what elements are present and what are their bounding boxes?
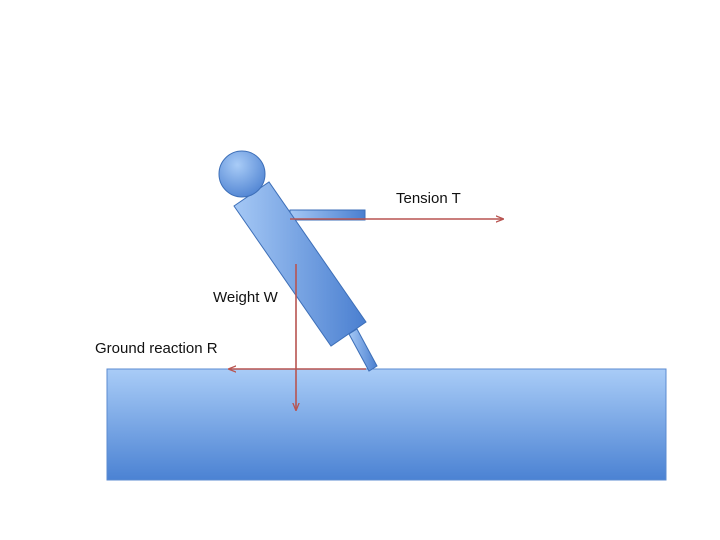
tension-label: Tension T (396, 190, 461, 207)
person-leg (348, 328, 378, 372)
weight-label: Weight W (213, 289, 279, 306)
ground-reaction-label: Ground reaction R (95, 340, 218, 357)
person-torso (233, 181, 367, 347)
ground-block (106, 368, 667, 481)
person-head (218, 150, 266, 198)
